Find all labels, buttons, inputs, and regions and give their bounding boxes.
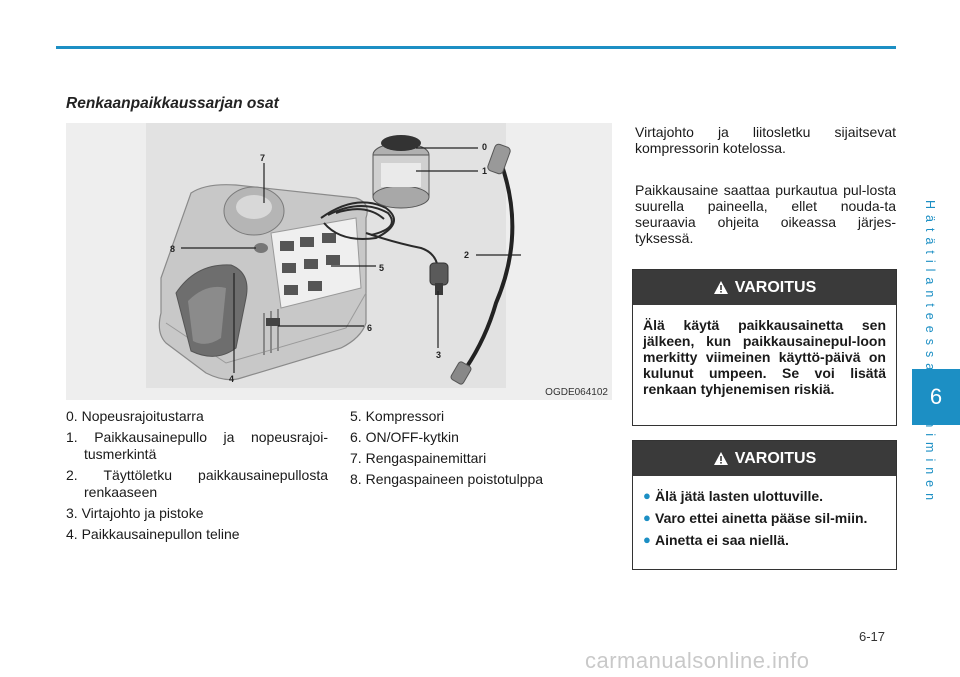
callout-6: 6 (367, 323, 372, 333)
repair-kit-illustration: 0 1 2 3 4 5 6 7 8 (146, 123, 521, 388)
section-title: Renkaanpaikkaussarjan osat (66, 95, 279, 112)
warning-header: VAROITUS (633, 441, 896, 476)
callout-3: 3 (436, 350, 441, 360)
list-item: 7. Rengaspainemittari (350, 450, 600, 467)
paragraph-sealant-pressure: Paikkausaine saattaa purkautua pul-losta… (635, 182, 896, 246)
warning-bullets: ● Älä jätä lasten ulottuville. ● Varo ette… (633, 476, 896, 562)
callout-2: 2 (464, 250, 469, 260)
warning-triangle-icon (713, 452, 728, 465)
item-number: 6. (350, 429, 362, 445)
callout-7: 7 (260, 153, 265, 163)
warning-box-safety: VAROITUS ● Älä jätä lasten ulottuville. ●… (632, 440, 897, 570)
item-text: Kompressori (365, 408, 445, 424)
warning-title: VAROITUS (734, 449, 817, 467)
list-item: 2. Täyttöletku paikkausainepullosta renk… (66, 467, 328, 501)
list-item: 4. Paikkausainepullon teline (66, 526, 328, 543)
list-item: 1. Paikkausainepullo ja nopeusrajoi-tusm… (66, 429, 328, 463)
parts-list-left: 0. Nopeusrajoitustarra 1. Paikkausainepu… (66, 408, 328, 547)
bullet-item: ● Älä jätä lasten ulottuville. (643, 488, 886, 504)
callout-1: 1 (482, 166, 487, 176)
item-number: 1. (66, 429, 78, 445)
list-item: 3. Virtajohto ja pistoke (66, 505, 328, 522)
list-item: 5. Kompressori (350, 408, 600, 425)
item-number: 4. (66, 526, 78, 542)
callout-0: 0 (482, 142, 487, 152)
bullet-dot-icon: ● (643, 532, 651, 547)
paragraph-cable-location: Virtajohto ja liitosletku sijaitsevat ko… (635, 124, 896, 156)
bullet-text: Älä jätä lasten ulottuville. (655, 488, 824, 504)
list-item: 6. ON/OFF-kytkin (350, 429, 600, 446)
warning-title: VAROITUS (734, 278, 817, 296)
bullet-item: ● Ainetta ei saa niellä. (643, 532, 886, 548)
figure-code: OGDE064102 (545, 387, 608, 398)
item-text: Täyttöletku paikkausainepullosta renkaas… (84, 467, 329, 500)
warning-box-expiry: VAROITUS Älä käytä paikkausainetta sen j… (632, 269, 897, 426)
list-item: 0. Nopeusrajoitustarra (66, 408, 328, 425)
bullet-dot-icon: ● (643, 488, 651, 503)
item-number: 8. (350, 471, 362, 487)
item-text: Virtajohto ja pistoke (81, 505, 204, 521)
warning-text: Älä käytä paikkausainetta sen jälkeen, k… (643, 317, 886, 397)
callout-8: 8 (170, 244, 175, 254)
side-label-text: Hätätilanteessa toimiminen (923, 200, 937, 507)
warning-triangle-icon (713, 281, 728, 294)
item-text: Nopeusrajoitustarra (81, 408, 204, 424)
item-text: Paikkausainepullon teline (81, 526, 240, 542)
bullet-text: Varo ettei ainetta pääse sil-miin. (655, 510, 868, 526)
chapter-tab: 6 (912, 369, 960, 425)
callout-5: 5 (379, 263, 384, 273)
item-number: 2. (66, 467, 78, 483)
item-number: 3. (66, 505, 78, 521)
bullet-item: ● Varo ettei ainetta pääse sil-miin. (643, 510, 886, 526)
repair-kit-figure: 0 1 2 3 4 5 6 7 8 OGDE064102 (66, 123, 612, 400)
bullet-text: Ainetta ei saa niellä. (655, 532, 789, 548)
item-text: Rengaspaineen poistotulppa (365, 471, 544, 487)
top-rule (56, 46, 896, 49)
item-text: Paikkausainepullo ja nopeusrajoi-tusmerk… (84, 429, 329, 462)
item-text: Rengaspainemittari (365, 450, 487, 466)
warning-header: VAROITUS (633, 270, 896, 305)
item-number: 7. (350, 450, 362, 466)
item-number: 5. (350, 408, 362, 424)
bullet-dot-icon: ● (643, 510, 651, 525)
parts-list-right: 5. Kompressori 6. ON/OFF-kytkin 7. Renga… (350, 408, 600, 492)
list-item: 8. Rengaspaineen poistotulppa (350, 471, 600, 488)
callout-4: 4 (229, 374, 234, 384)
page-number: 6-17 (859, 629, 886, 644)
item-text: ON/OFF-kytkin (365, 429, 459, 445)
watermark: carmanualsonline.info (585, 648, 810, 673)
item-number: 0. (66, 408, 78, 424)
chapter-side-label: Hätätilanteessa toimiminen (923, 200, 941, 540)
